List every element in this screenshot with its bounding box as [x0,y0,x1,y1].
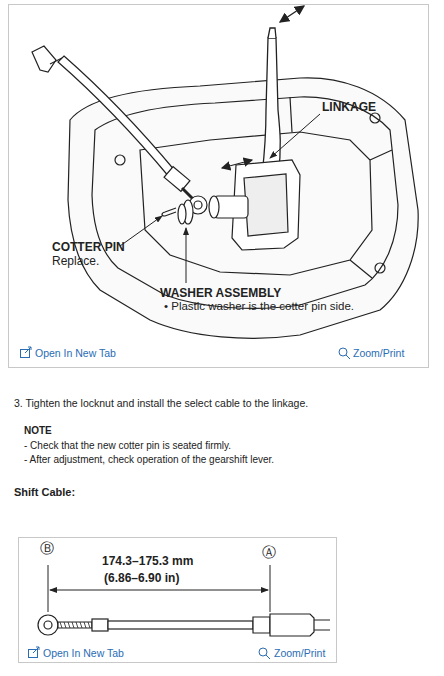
toolbar-link: Open In New Tab [43,647,124,660]
figure-frame [19,538,337,663]
note-text: - Check that the new cotter pin is seate… [24,440,231,452]
cotter-pin [162,208,176,216]
part-note: Replace. [52,254,99,268]
toolbar-icon [29,647,271,659]
linkage [209,160,300,250]
section-heading: Shift Cable: [14,486,75,499]
part-label: WASHER ASSEMBLY [160,286,281,300]
leader-line [120,114,320,283]
callout-letter: Ⓐ [262,544,276,561]
part-note: • Plastic washer is the cotter pin side. [164,300,374,314]
dimension-label: 174.3–175.3 mm [102,554,193,568]
select-cable [32,46,207,214]
toolbar-link: Open In New Tab [35,347,116,360]
toolbar-link: Zoom/Print [274,647,325,660]
figure-frame [9,5,429,368]
dimension-line [48,565,270,612]
thread [60,622,90,628]
callout-letter: Ⓑ [40,540,54,557]
shift-cable [38,614,330,636]
instruction-text: 3. Tighten the locknut and install the s… [14,397,308,410]
part-label: COTTER PIN [52,240,125,254]
part-label: LINKAGE [322,100,376,114]
toolbar-icon [21,347,351,359]
note-heading: NOTE [24,425,52,437]
toolbar-link: Zoom/Print [353,347,404,360]
note-text: - After adjustment, check operation of t… [24,454,274,466]
washer-assembly [178,200,193,224]
dimension-label: (6.86–6.90 in) [104,571,179,585]
